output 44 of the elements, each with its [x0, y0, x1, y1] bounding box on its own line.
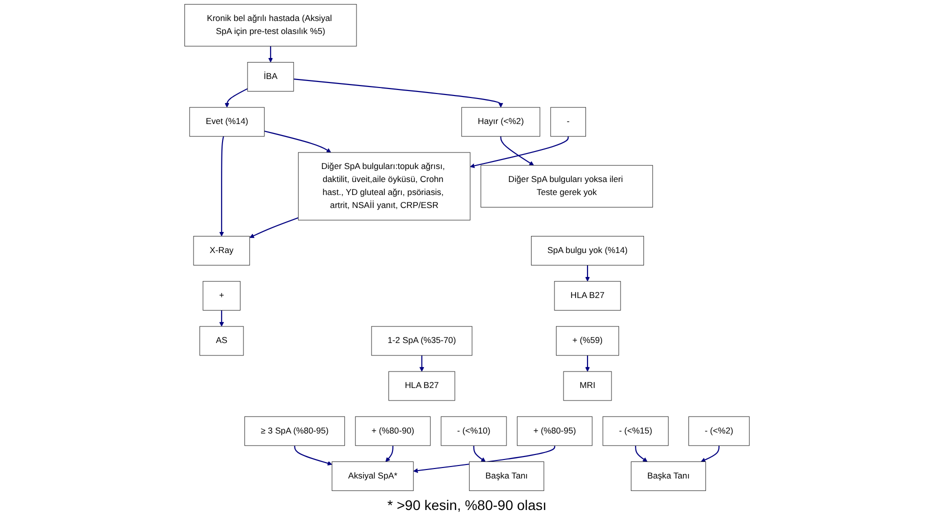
node-box: + (%80-90) — [355, 416, 431, 446]
arrow — [419, 355, 424, 372]
node-box: AS — [200, 326, 244, 356]
node-box: HLA B27 — [554, 281, 621, 311]
arrow — [294, 446, 332, 466]
arrow — [500, 136, 534, 166]
node-box: Hayır (<%2) — [461, 107, 540, 137]
arrow — [470, 136, 569, 168]
node-box: - (<%15) — [602, 416, 669, 446]
node-box: Diğer SpA bulguları:topuk ağrısı, daktilit, üveit,aile öyküsü, Crohn hast., YD gluteal ağrı, psöriasis, artrit, NSAİİ yanıt, CRP/ESR — [298, 152, 470, 220]
arrow — [700, 446, 720, 462]
node-box: ≥ 3 SpA (%80-95) — [244, 416, 345, 446]
arrow — [585, 355, 590, 372]
arrow — [268, 46, 273, 62]
arrow — [294, 78, 504, 108]
node-box: Başka Tanı — [469, 461, 544, 491]
node-box: Kronik bel ağrılı hastada (Aksiyal SpA için pre-test olasılık %5) — [184, 4, 357, 46]
arrow — [635, 446, 648, 462]
footnote: * >90 kesin, %80-90 olası — [387, 497, 547, 513]
node-box: - — [550, 107, 586, 137]
node-box: 1-2 SpA (%35-70) — [371, 326, 472, 356]
arrow — [385, 446, 394, 462]
node-box: SpA bulgu yok (%14) — [531, 236, 644, 266]
node-box: X-Ray — [193, 236, 250, 266]
arrow — [224, 88, 248, 108]
node-box: - (<%10) — [440, 416, 507, 446]
node-box: + (%80-95) — [516, 416, 592, 446]
node-box: HLA B27 — [388, 371, 456, 401]
node-box: Aksiyal SpA* — [332, 461, 414, 491]
arrow — [219, 136, 224, 236]
node-box: Evet (%14) — [189, 107, 265, 137]
node-box: Diğer SpA bulguları yoksa ileri Teste gerek yok — [480, 165, 653, 208]
node-box: Başka Tanı — [630, 461, 706, 491]
arrow — [249, 217, 299, 238]
arrow — [264, 130, 332, 153]
node-box: MRI — [563, 371, 612, 401]
arrow — [413, 446, 556, 473]
node-box: + (%59) — [556, 326, 620, 356]
arrow — [219, 310, 224, 327]
node-box: - (<%2) — [688, 416, 750, 446]
node-box: İBA — [247, 62, 294, 92]
arrow — [585, 265, 590, 282]
node-box: + — [202, 281, 240, 311]
arrow — [473, 446, 486, 462]
